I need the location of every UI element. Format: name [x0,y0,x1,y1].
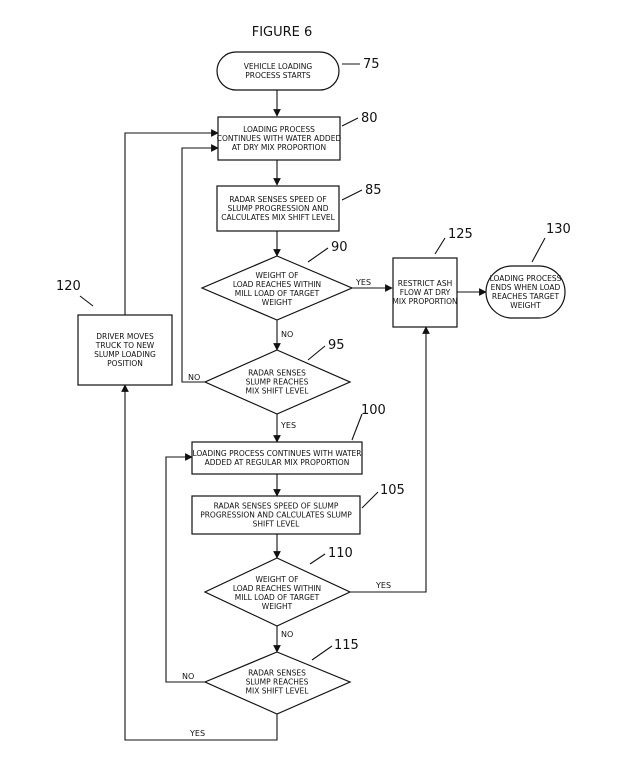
leader-95 [308,346,325,360]
leader-80 [342,118,358,126]
ref-130: 130 [546,222,571,237]
node-text-line: RADAR SENSES SPEED OF SLUMP [214,502,339,511]
node-90: WEIGHT OFLOAD REACHES WITHINMILL LOAD OF… [202,256,352,320]
node-text-line: SLUMP PROGRESSION AND [228,204,329,213]
node-text-line: WEIGHT [510,301,541,310]
node-text-line: MILL LOAD OF TARGET [235,289,320,298]
node-text-line: CONTINUES WITH WATER ADDED [217,134,342,143]
node-text-line: WEIGHT OF [255,575,298,584]
node-text-line: FLOW AT DRY [400,288,451,297]
node-text: RESTRICT ASHFLOW AT DRYMIX PROPORTION [392,279,457,306]
node-text-line: LOAD REACHES WITHIN [233,280,321,289]
node-text-line: RADAR SENSES SPEED OF [229,195,326,204]
node-text-line: CALCULATES MIX SHIFT LEVEL [221,213,335,222]
label-no-90: NO [281,330,293,339]
leader-115 [312,646,332,660]
label-yes-95: YES [280,421,296,430]
node-text-line: AT DRY MIX PROPORTION [232,143,326,152]
node-text-line: POSITION [107,359,143,368]
label-yes-115: YES [189,729,205,738]
node-95: RADAR SENSESSLUMP REACHESMIX SHIFT LEVEL [205,350,350,414]
node-text-line: RESTRICT ASH [398,279,452,288]
node-text-line: WEIGHT OF [255,271,298,280]
node-text-line: SLUMP LOADING [94,350,156,359]
ref-90: 90 [331,240,348,255]
node-text-line: SLUMP REACHES [246,678,309,687]
node-130: LOADING PROCESSENDS WHEN LOADREACHES TAR… [486,266,565,318]
ref-115: 115 [334,638,359,653]
ref-85: 85 [365,183,382,198]
leader-85 [342,190,362,200]
ref-105: 105 [380,483,405,498]
ref-120: 120 [56,279,81,294]
node-125: RESTRICT ASHFLOW AT DRYMIX PROPORTION [392,258,457,327]
node-115: RADAR SENSESSLUMP REACHESMIX SHIFT LEVEL [205,652,350,714]
label-no-115: NO [182,672,194,681]
node-text-line: WEIGHT [262,602,293,611]
node-85: RADAR SENSES SPEED OFSLUMP PROGRESSION A… [217,186,339,231]
node-text-line: SHIFT LEVEL [253,520,301,529]
node-text-line: MIX PROPORTION [392,297,457,306]
node-text-line: WEIGHT [262,298,293,307]
label-no-110: NO [281,630,293,639]
node-text-line: LOADING PROCESS [490,274,562,283]
leader-125 [435,238,445,254]
node-text: RADAR SENSESSLUMP REACHESMIX SHIFT LEVEL [246,369,310,396]
node-text-line: LOADING PROCESS [243,125,315,134]
node-105: RADAR SENSES SPEED OF SLUMPPROGRESSION A… [192,496,360,534]
node-text: LOADING PROCESS CONTINUES WITH WATERADDE… [193,449,362,467]
node-text: RADAR SENSES SPEED OFSLUMP PROGRESSION A… [221,195,335,222]
node-text-line: MILL LOAD OF TARGET [235,593,320,602]
node-text-line: PROCESS STARTS [245,71,311,80]
ref-110: 110 [328,546,353,561]
figure-title: FIGURE 6 [252,25,313,40]
leader-90 [308,248,328,262]
node-text-line: MIX SHIFT LEVEL [246,687,310,696]
node-text: VEHICLE LOADINGPROCESS STARTS [244,62,313,80]
edge-95-80-no [182,148,218,382]
ref-75: 75 [363,57,380,72]
node-120: DRIVER MOVESTRUCK TO NEWSLUMP LOADINGPOS… [78,315,172,385]
node-text-line: RADAR SENSES [248,369,306,378]
node-75: VEHICLE LOADINGPROCESS STARTS [217,52,339,90]
node-110: WEIGHT OFLOAD REACHES WITHINMILL LOAD OF… [205,558,350,626]
leader-120 [80,296,93,306]
node-text-line: LOAD REACHES WITHIN [233,584,321,593]
node-80: LOADING PROCESSCONTINUES WITH WATER ADDE… [217,117,342,160]
node-text-line: RADAR SENSES [248,669,306,678]
ref-100: 100 [361,403,386,418]
label-no-95: NO [188,373,200,382]
node-text-line: LOADING PROCESS CONTINUES WITH WATER [193,449,362,458]
node-text-line: VEHICLE LOADING [244,62,313,71]
ref-95: 95 [328,338,345,353]
node-100: LOADING PROCESS CONTINUES WITH WATERADDE… [192,442,362,474]
node-text: RADAR SENSESSLUMP REACHESMIX SHIFT LEVEL [246,669,310,696]
node-text-line: REACHES TARGET [492,292,560,301]
label-yes-110: YES [375,581,391,590]
leader-105 [362,492,378,508]
label-yes-90: YES [355,278,371,287]
ref-125: 125 [448,227,473,242]
node-text-line: DRIVER MOVES [96,332,154,341]
ref-80: 80 [361,111,378,126]
node-text-line: MIX SHIFT LEVEL [246,387,310,396]
edge-115-100-no [166,457,205,682]
node-text-line: SLUMP REACHES [246,378,309,387]
node-text-line: PROGRESSION AND CALCULATES SLUMP [200,511,352,520]
leader-110 [310,554,325,564]
node-text-line: ENDS WHEN LOAD [491,283,561,292]
leader-130 [532,238,545,262]
node-text-line: ADDED AT REGULAR MIX PROPORTION [205,458,350,467]
node-text-line: TRUCK TO NEW [95,341,155,350]
